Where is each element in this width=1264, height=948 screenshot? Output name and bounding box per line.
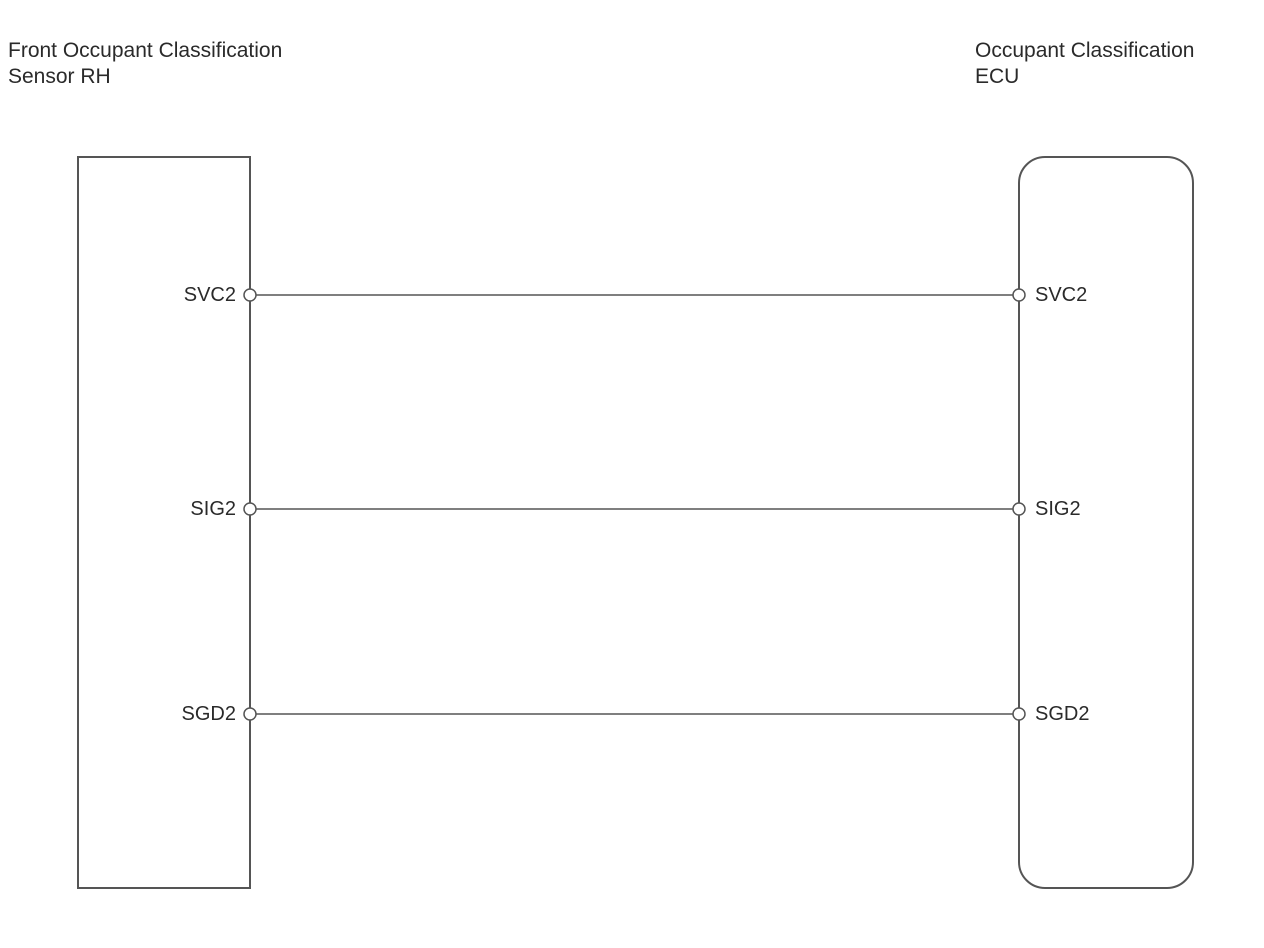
- terminal-right-sgd2: [1012, 707, 1026, 721]
- left-component-title: Front Occupant Classification Sensor RH: [8, 38, 282, 90]
- terminal-left-svc2: [243, 288, 257, 302]
- left-title-line1: Front Occupant Classification: [8, 39, 283, 62]
- terminal-right-sig2: [1012, 502, 1026, 516]
- right-pin-label-sgd2: SGD2: [1035, 703, 1090, 725]
- right-pin-label-sig2: SIG2: [1035, 498, 1081, 520]
- terminal-left-sig2: [243, 502, 257, 516]
- left-pin-label-svc2: SVC2: [183, 284, 236, 306]
- right-component-title: Occupant Classification ECU: [975, 38, 1194, 90]
- left-pin-label-sig2: SIG2: [190, 498, 236, 520]
- right-pin-label-svc2: SVC2: [1035, 284, 1088, 306]
- left-title-line2: Sensor RH: [8, 65, 111, 88]
- left-pin-label-sgd2: SGD2: [181, 703, 236, 725]
- right-title-line2: ECU: [975, 65, 1020, 88]
- terminal-left-sgd2: [243, 707, 257, 721]
- terminal-right-svc2: [1012, 288, 1026, 302]
- right-title-line1: Occupant Classification: [975, 39, 1195, 62]
- ecu-box: [1018, 156, 1194, 889]
- sensor-box: [77, 156, 251, 889]
